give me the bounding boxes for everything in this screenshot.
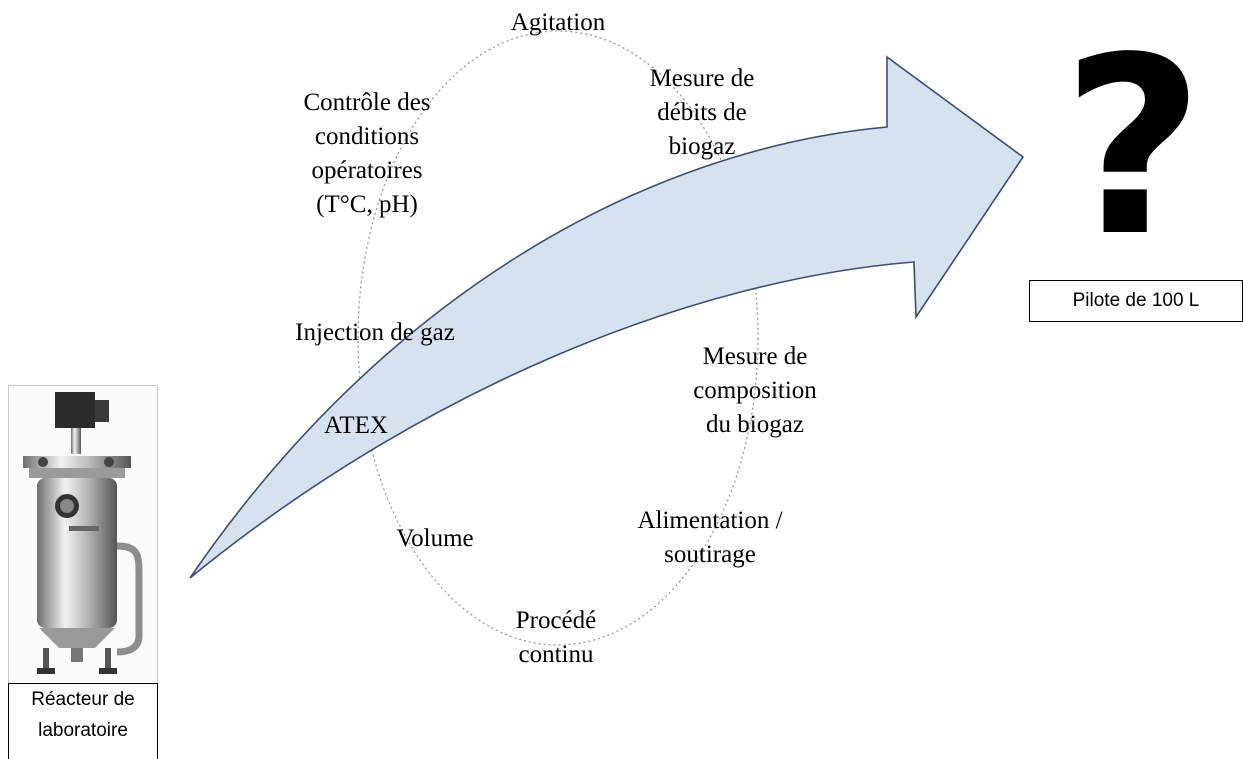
label-alimentation-soutirage: Alimentation / soutirage	[637, 507, 783, 568]
label-controle-conditions: Contrôle des conditions opératoires (T°C…	[303, 89, 431, 218]
constraints-ellipse	[357, 30, 759, 646]
reactor-icon	[23, 392, 143, 674]
label-mesure-debits: Mesure de débits de biogaz	[649, 65, 755, 160]
label-procede-continu: Procédé continu	[515, 607, 597, 668]
label-agitation: Agitation	[510, 9, 606, 36]
question-mark-icon: ?	[1062, 5, 1204, 290]
box-reacteur-laboratoire: Réacteur de laboratoire	[8, 683, 158, 759]
label-volume: Volume	[396, 525, 474, 552]
label-mesure-composition: Mesure de composition du biogaz	[693, 343, 817, 438]
scale-up-arrow	[189, 55, 1025, 579]
reactor-image	[8, 385, 158, 685]
label-injection-gaz: Injection de gaz	[295, 319, 455, 346]
box-pilote-100l: Pilote de 100 L	[1029, 280, 1243, 322]
label-atex: ATEX	[324, 412, 388, 439]
